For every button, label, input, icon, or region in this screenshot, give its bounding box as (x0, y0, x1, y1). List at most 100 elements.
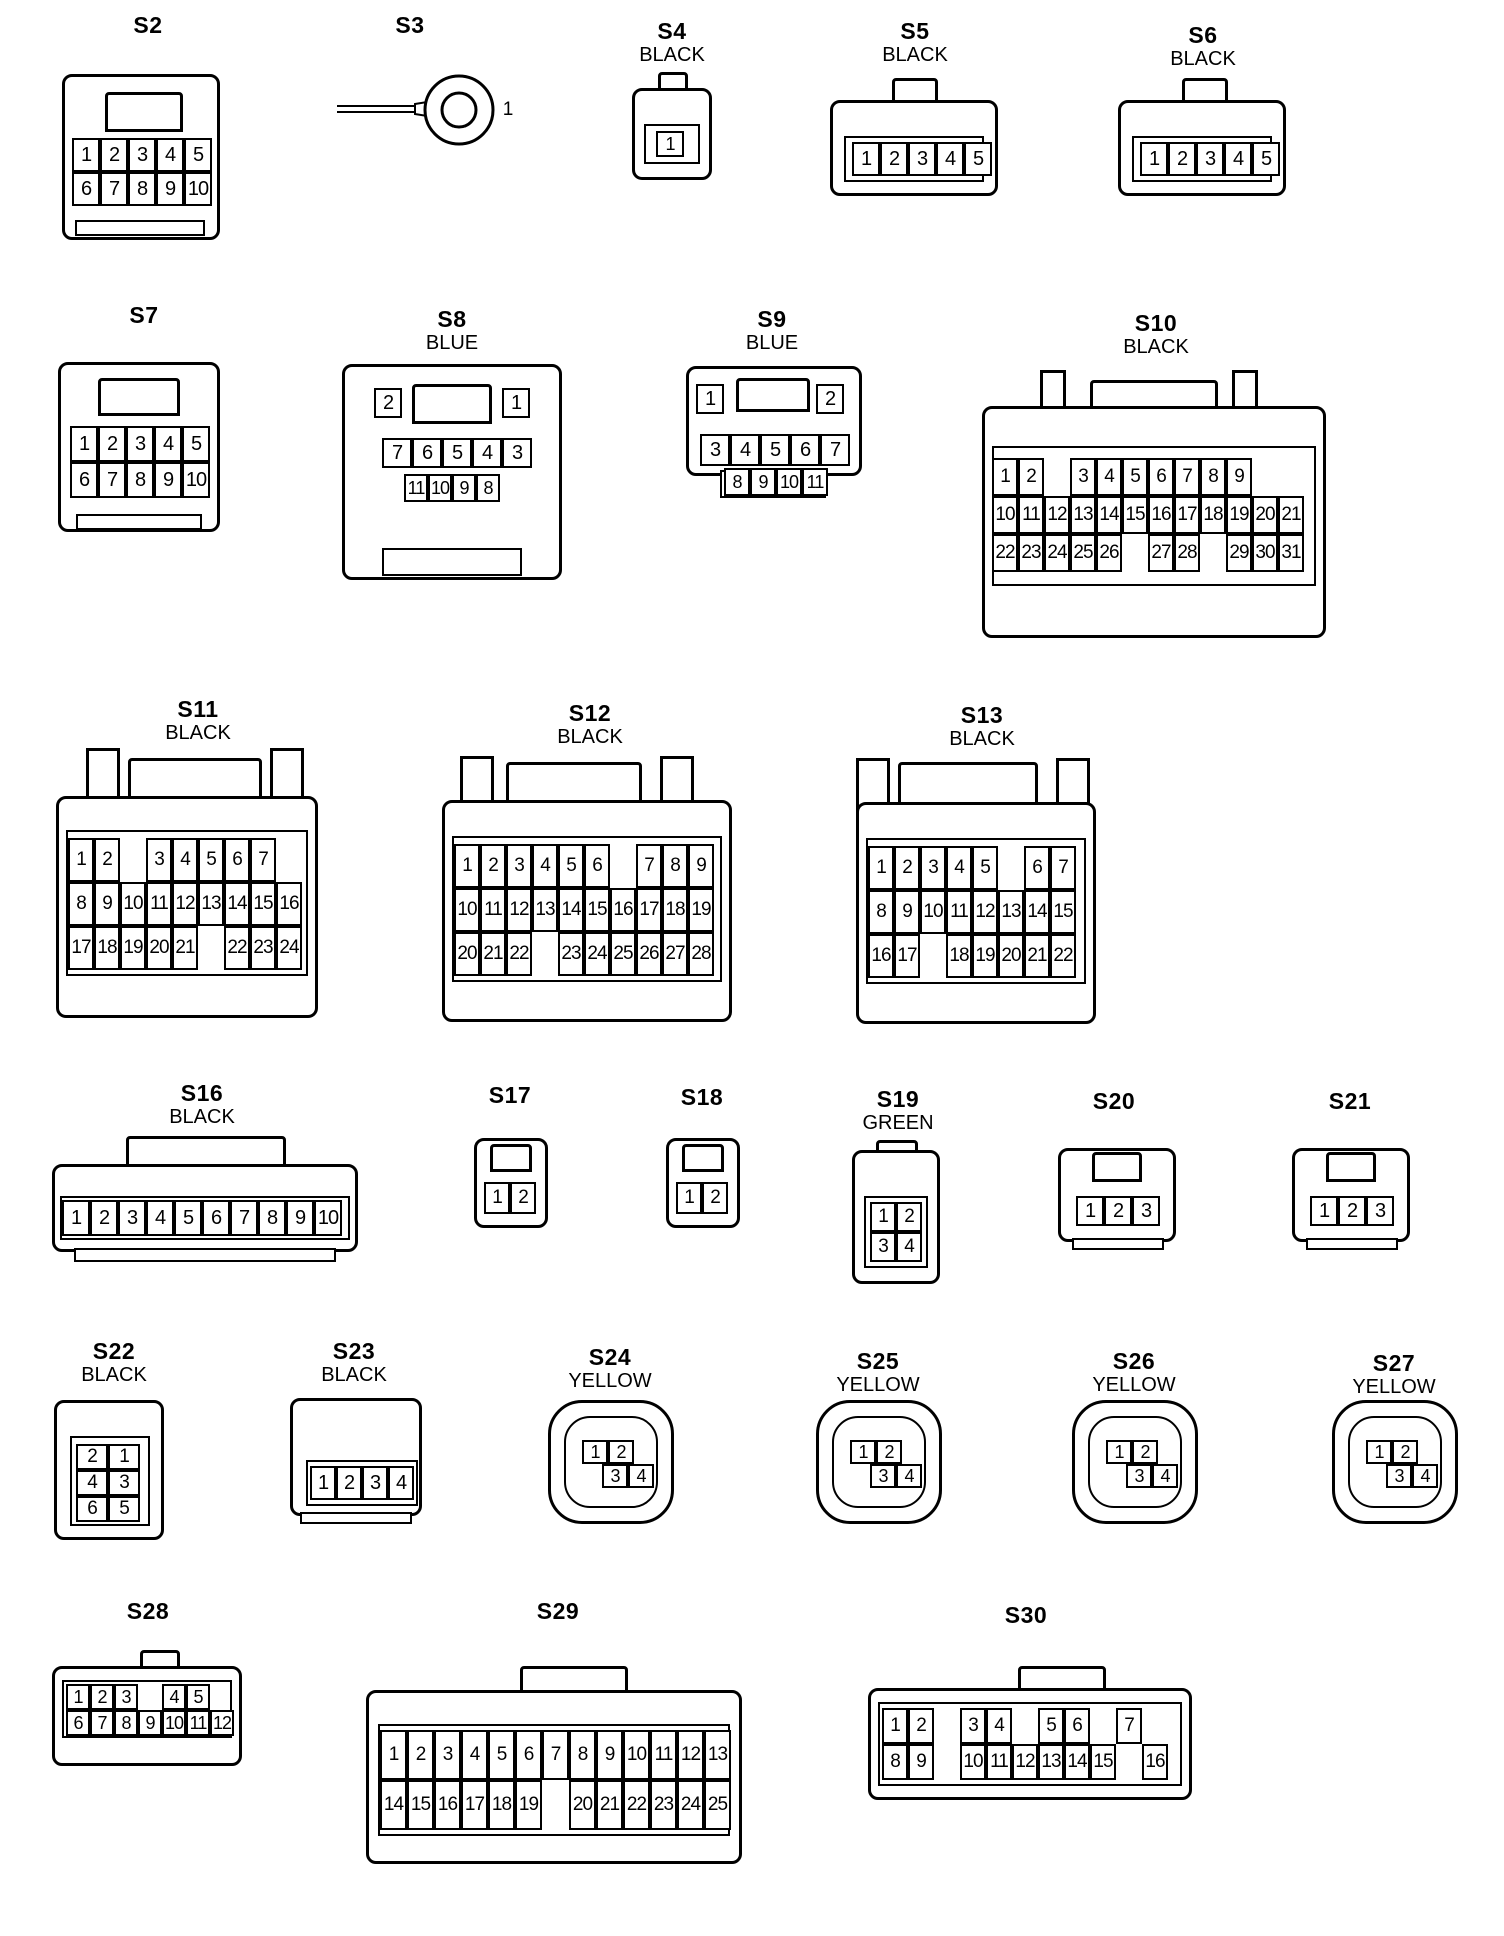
pin-3: 3 (1070, 458, 1096, 496)
pin-3: 3 (502, 438, 532, 468)
pin-8: 8 (128, 172, 156, 206)
pin-31: 31 (1278, 534, 1304, 572)
pin-4: 4 (936, 142, 964, 176)
pin-5: 5 (182, 426, 210, 462)
pin-10: 10 (428, 474, 452, 502)
pin-4: 4 (1412, 1464, 1438, 1488)
pin-15: 15 (250, 882, 276, 926)
pin-17: 17 (1174, 496, 1200, 534)
pin-5: 5 (558, 844, 584, 888)
connector-id: S17 (488, 1082, 532, 1108)
pin-9: 9 (94, 882, 120, 926)
pin-19: 19 (1226, 496, 1252, 534)
pin-24: 24 (584, 932, 610, 976)
connector-color: YELLOW (836, 1374, 920, 1396)
pin-7: 7 (636, 844, 662, 888)
pin-9: 9 (894, 890, 920, 934)
connector-id: S10 (1134, 310, 1178, 336)
pin-11: 11 (946, 890, 972, 934)
pin-1: 1 (502, 388, 530, 418)
pin-7: 7 (1050, 846, 1076, 890)
connector-color: BLUE (745, 332, 799, 354)
pin-2: 2 (336, 1466, 362, 1500)
pin-13: 13 (532, 888, 558, 932)
pin-4: 4 (388, 1466, 414, 1500)
latch (1092, 1152, 1142, 1182)
pin-8: 8 (126, 462, 154, 498)
pin-16: 16 (434, 1780, 461, 1830)
connector-color: BLACK (1170, 48, 1236, 70)
pin-3: 3 (362, 1466, 388, 1500)
connector-id: S12 (568, 700, 612, 726)
pin-2: 2 (1392, 1440, 1418, 1464)
pin-6: 6 (790, 434, 820, 466)
pin-30: 30 (1252, 534, 1278, 572)
pin-25: 25 (1070, 534, 1096, 572)
pin-15: 15 (1050, 890, 1076, 934)
pin-4: 4 (730, 434, 760, 466)
pin-4: 4 (472, 438, 502, 468)
connector-label-s17: S17 (450, 1084, 570, 1107)
latch (105, 92, 183, 132)
pin-10: 10 (182, 462, 210, 498)
pin-7: 7 (98, 462, 126, 498)
connector-id: S30 (1004, 1602, 1048, 1628)
pin-8: 8 (882, 1744, 908, 1780)
pin-2: 2 (480, 844, 506, 888)
pin-1: 1 (868, 846, 894, 890)
pin-13: 13 (998, 890, 1024, 934)
pin-9: 9 (688, 844, 714, 888)
connector-id: S21 (1328, 1088, 1372, 1114)
pin-1: 1 (852, 142, 880, 176)
pin-14: 14 (1096, 496, 1122, 534)
pin-17: 17 (636, 888, 662, 932)
pin-2: 2 (894, 846, 920, 890)
pin-28: 28 (688, 932, 714, 976)
pin-15: 15 (1122, 496, 1148, 534)
pin-19: 19 (120, 926, 146, 970)
pin-2: 2 (876, 1440, 902, 1464)
pin-11: 11 (1018, 496, 1044, 534)
housing-foot (382, 548, 522, 576)
pin-6: 6 (76, 1496, 108, 1522)
connector-label-s18: S18 (642, 1086, 762, 1109)
latch (1326, 1152, 1376, 1182)
housing-foot (76, 514, 202, 530)
pin-5: 5 (1038, 1708, 1064, 1744)
pin-10: 10 (920, 890, 946, 934)
pin-11: 11 (986, 1744, 1012, 1780)
pin-2: 2 (407, 1730, 434, 1780)
pin-24: 24 (677, 1780, 704, 1830)
connector-id: S28 (126, 1598, 170, 1624)
pin-11: 11 (404, 474, 428, 502)
pin-11: 11 (650, 1730, 677, 1780)
connector-id: S9 (757, 306, 787, 332)
connector-color: YELLOW (1092, 1374, 1176, 1396)
housing-foot (75, 220, 205, 236)
pin-9: 9 (908, 1744, 934, 1780)
pin-22: 22 (992, 534, 1018, 572)
pin-6: 6 (1148, 458, 1174, 496)
pin-2: 2 (98, 426, 126, 462)
pin-9: 9 (452, 474, 476, 502)
connector-color: BLACK (1123, 336, 1189, 358)
pin-16: 16 (1148, 496, 1174, 534)
pin-3: 3 (870, 1464, 896, 1488)
connector-id: S19 (876, 1086, 920, 1112)
pin-3: 3 (1196, 142, 1224, 176)
pin-7: 7 (382, 438, 412, 468)
pin-20: 20 (569, 1780, 596, 1830)
pin-9: 9 (286, 1200, 314, 1236)
pin-23: 23 (650, 1780, 677, 1830)
pin-13: 13 (1038, 1744, 1064, 1780)
connector-label-s7: S7 (84, 304, 204, 327)
pin-27: 27 (1148, 534, 1174, 572)
pin-6: 6 (70, 462, 98, 498)
pin-24: 24 (276, 926, 302, 970)
pin-4: 4 (156, 138, 184, 172)
pin-1: 1 (656, 131, 684, 157)
pin-10: 10 (776, 468, 802, 496)
